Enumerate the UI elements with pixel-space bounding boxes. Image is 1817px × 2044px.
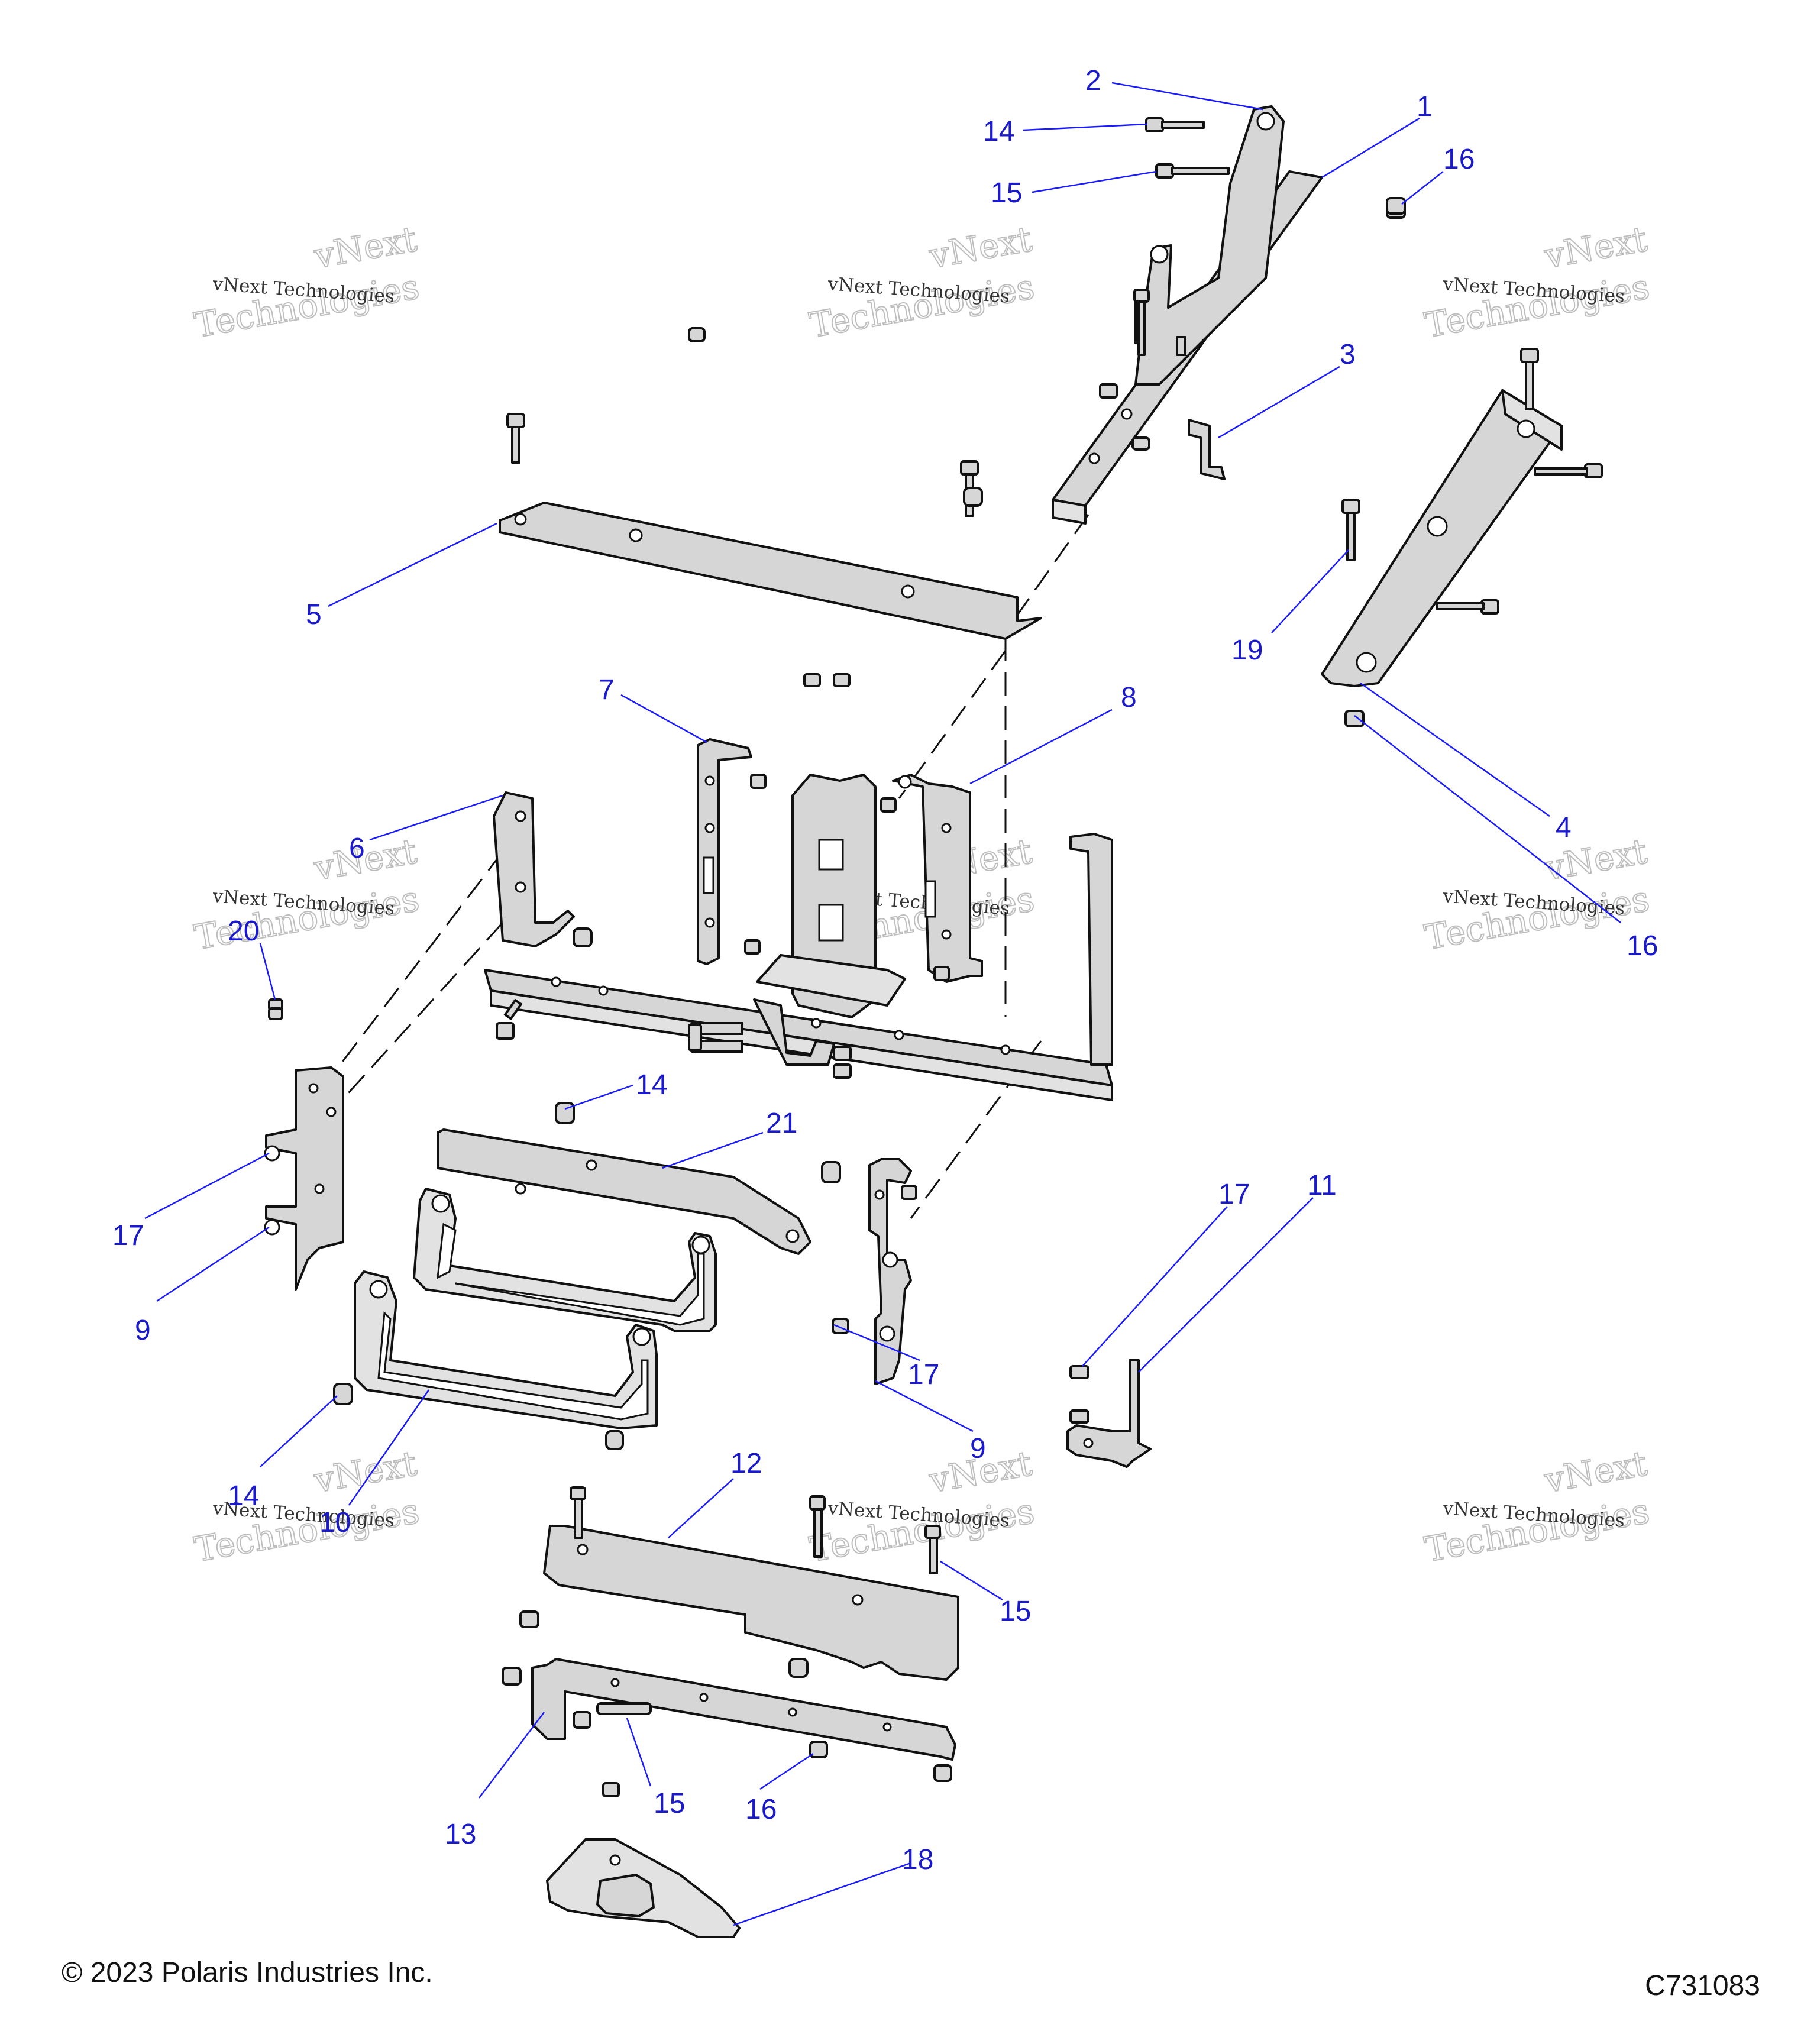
watermark-text-large: vNext [1541,1443,1650,1500]
watermark: vNext Technologies vNext Technologies [191,218,423,346]
watermark: vNext Technologies vNext Technologies [1421,830,1653,958]
callout-6: 6 [349,833,365,864]
part-12-lower-plate [543,1525,959,1681]
callout-4: 4 [1556,812,1572,843]
callout-15: 15 [654,1788,685,1819]
part-8-vertical-bracket [892,774,983,983]
watermark: vNext Technologies vNext Technologies [1421,218,1653,346]
watermark-text-large: vNext [926,219,1035,276]
part-2-support-bracket [1134,105,1285,386]
part-9-right-bracket [868,1158,912,1385]
callout-numbers: 1 2 3 4 5 6 7 8 9 9 10 11 12 13 14 14 14… [112,65,1658,1875]
copyright-notice: © 2023 Polaris Industries Inc. [62,1957,433,1988]
part-9-left-bracket [264,1066,344,1291]
watermark: vNext Technologies vNext Technologies [1421,1443,1653,1570]
callout-16: 16 [1627,930,1658,962]
callout-16: 16 [745,1794,777,1825]
callout-9: 9 [135,1315,151,1346]
callout-7: 7 [599,674,615,706]
watermark-text-large: vNext [311,1443,420,1500]
watermark: vNext Technologies vNext Technologies [806,1443,1038,1570]
watermark: vNext Technologies vNext Technologies [191,830,423,958]
part-6-main-frame [484,791,1113,1101]
figure-code: C731083 [1645,1970,1760,2001]
part-7-vertical-bracket [697,738,752,965]
callout-2: 2 [1085,65,1101,96]
callout-14: 14 [228,1480,259,1512]
gasket-rear [413,1188,717,1332]
callout-13: 13 [445,1819,476,1850]
callout-10: 10 [319,1507,351,1538]
callout-3: 3 [1340,339,1356,370]
part-10-gasket [354,1270,658,1429]
part-4-side-rail [1321,389,1563,687]
part-13-lower-tube [531,1658,956,1761]
watermark-text-large: vNext [311,831,420,888]
part-11-l-bracket [1066,1359,1152,1468]
leader-lines [144,82,1621,1926]
watermark: vNext Technologies vNext Technologies [191,1443,423,1570]
callout-15: 15 [991,177,1022,209]
watermark-text-large: vNext [311,219,420,276]
callout-17: 17 [908,1359,939,1390]
callout-14: 14 [983,116,1014,147]
center-channel-bracket [756,774,906,1018]
callout-12: 12 [730,1448,762,1479]
watermark: vNext Technologies vNext Technologies [806,218,1038,346]
callout-15: 15 [1000,1596,1031,1627]
callout-14: 14 [636,1069,667,1101]
callout-16: 16 [1443,144,1475,175]
callout-11: 11 [1307,1170,1337,1201]
callout-1: 1 [1417,91,1433,122]
part-5-cross-bracket [499,502,1042,640]
alignment-lines [330,514,1089,1219]
callout-20: 20 [228,916,259,947]
callout-5: 5 [306,599,322,630]
callout-9: 9 [970,1433,986,1464]
watermark-text-large: vNext [1541,219,1650,276]
callout-19: 19 [1231,635,1263,666]
callout-8: 8 [1121,682,1137,713]
part-3-small-bracket [1188,419,1226,480]
callout-17: 17 [112,1220,144,1251]
callout-18: 18 [902,1844,933,1875]
callout-17: 17 [1218,1179,1250,1210]
callout-21: 21 [766,1108,797,1139]
part-18-skid-plate [546,1838,741,1938]
part-21-angled-plate [437,1128,811,1255]
fasteners [268,117,1603,1797]
